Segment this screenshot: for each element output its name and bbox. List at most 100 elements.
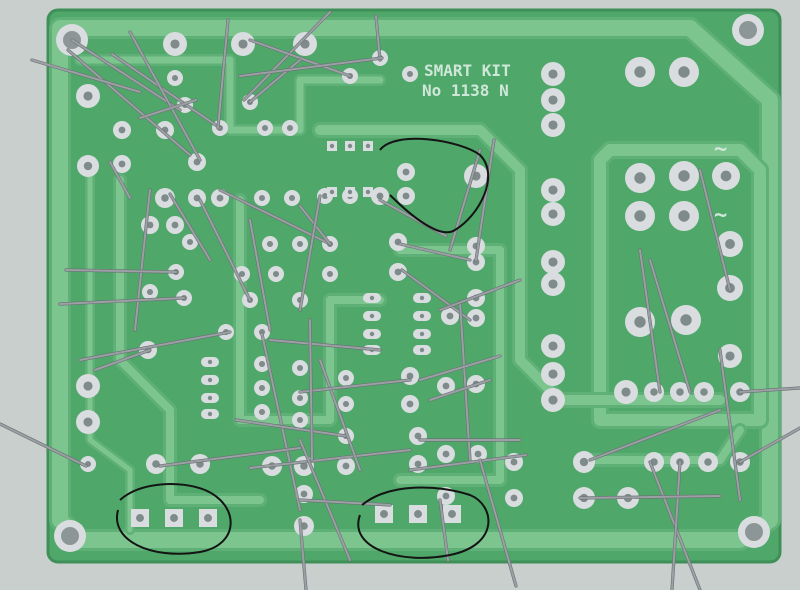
component-lead	[319, 359, 361, 471]
pad-hole	[442, 382, 450, 390]
component-lead	[217, 19, 229, 129]
component-lead	[59, 297, 185, 305]
pad-hole	[419, 347, 425, 353]
component-lead	[169, 193, 211, 261]
pad-hole	[419, 295, 425, 301]
pad-hole	[204, 514, 212, 522]
pad-hole	[634, 172, 646, 184]
pad-hole	[342, 462, 350, 470]
pad-hole	[288, 194, 296, 202]
pad-hole	[369, 295, 375, 301]
pad-hole	[676, 388, 684, 396]
pad-hole	[419, 331, 425, 337]
pad-hole	[474, 450, 482, 458]
pad-hole	[272, 270, 280, 278]
pad-hole	[329, 143, 335, 149]
component-lead	[67, 49, 191, 156]
pad-hole	[402, 192, 410, 200]
pad-hole	[171, 74, 179, 82]
component-lead	[309, 319, 313, 461]
component-lead	[739, 427, 800, 463]
pad-hole	[266, 240, 274, 248]
pad-hole	[548, 395, 558, 405]
component-lead	[299, 379, 411, 393]
pad-hole	[678, 170, 690, 182]
component-lead	[134, 189, 151, 331]
component-lead	[249, 39, 351, 77]
pad-hole	[171, 221, 179, 229]
pad-hole	[329, 189, 335, 195]
pad-hole	[347, 189, 353, 195]
pad-hole	[83, 417, 93, 427]
component-lead	[439, 279, 521, 311]
pad-hole	[634, 210, 646, 222]
pad-hole	[296, 394, 304, 402]
component-lead	[475, 139, 495, 261]
mounting-hole-bottom-left	[54, 520, 86, 552]
pad-hole	[678, 210, 690, 222]
pad-hole	[548, 120, 558, 130]
pad-hole	[216, 194, 224, 202]
pad-hole	[186, 238, 194, 246]
pad-hole	[83, 381, 93, 391]
pad-hole	[414, 432, 422, 440]
pad-hole	[548, 341, 558, 351]
pad-hole	[442, 450, 450, 458]
component-lead	[639, 249, 661, 393]
component-lead	[243, 11, 331, 101]
pad-hole	[365, 143, 371, 149]
component-lead	[671, 461, 681, 590]
pad-hole	[136, 514, 144, 522]
pad-hole	[704, 458, 712, 466]
pad-hole	[152, 460, 160, 468]
pad-hole	[472, 314, 480, 322]
pad-hole	[296, 416, 304, 424]
component-lead	[399, 243, 471, 261]
pad-hole	[634, 66, 646, 78]
pad-hole	[406, 372, 414, 380]
pad-hole	[510, 458, 518, 466]
component-lead	[739, 387, 800, 393]
pad-hole	[419, 313, 425, 319]
pad-hole	[376, 192, 384, 200]
pad-hole	[347, 143, 353, 149]
pad-hole	[548, 69, 558, 79]
component-lead	[589, 409, 721, 461]
pad-hole	[548, 185, 558, 195]
pad-hole	[342, 374, 350, 382]
mounting-hole-top-right	[732, 14, 764, 46]
component-lead	[249, 449, 411, 469]
pad-hole	[300, 490, 308, 498]
pad-hole	[342, 400, 350, 408]
pad-hole	[394, 268, 402, 276]
component-lead	[419, 355, 501, 381]
pad-hole	[369, 331, 375, 337]
pad-hole	[170, 514, 178, 522]
component-lead	[375, 15, 381, 61]
solder-pads	[76, 32, 750, 536]
pad-hole	[442, 492, 450, 500]
black-wire-bottom-left	[115, 483, 232, 555]
component-lead	[235, 419, 347, 437]
component-lead	[199, 199, 251, 301]
component-lead	[71, 39, 181, 111]
pad-hole	[634, 316, 646, 328]
component-lead	[94, 349, 151, 371]
component-lead	[111, 53, 221, 129]
component-lead	[65, 269, 177, 273]
pad-hole	[548, 279, 558, 289]
pad-hole	[207, 359, 213, 365]
pad-hole	[258, 384, 266, 392]
component-lead	[31, 59, 141, 93]
component-lead	[401, 269, 471, 321]
pad-hole	[238, 270, 246, 278]
pad-hole	[369, 313, 375, 319]
component-lead	[479, 459, 517, 587]
pad-hole	[170, 39, 180, 49]
component-lead	[249, 59, 301, 103]
component-lead	[79, 331, 231, 361]
pad-hole	[678, 66, 690, 78]
component-lead	[719, 349, 741, 501]
component-lead	[429, 379, 491, 401]
black-jumper-wires	[115, 137, 490, 559]
